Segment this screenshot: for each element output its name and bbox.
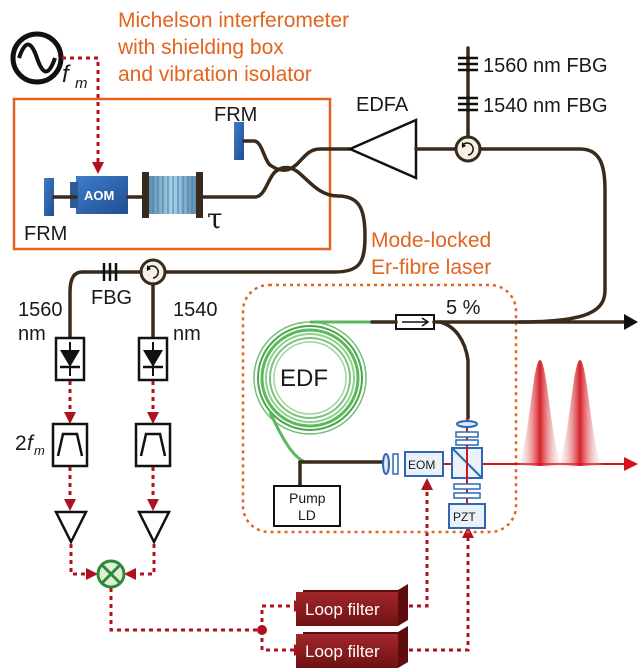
det-1540-label-1: 1540	[173, 299, 218, 321]
mi-coupler	[268, 163, 300, 174]
circulator-bottom-icon	[139, 258, 167, 286]
aom-label: AOM	[84, 188, 114, 203]
fbg-1560-icon	[458, 56, 478, 72]
det-1560-label-1: 1560	[18, 299, 63, 321]
fiber-mi-to-edfa	[294, 147, 352, 167]
frm-bottom-label: FRM	[24, 223, 67, 245]
pzt-box	[448, 503, 486, 529]
fiber-coupler-to-pzt	[438, 320, 470, 420]
rf-amp1560-mixer	[69, 544, 98, 580]
fiber-circulator-to-output	[478, 147, 607, 324]
laser-title-line1: Mode-locked	[371, 229, 491, 252]
rf-node-to-lf1	[260, 600, 306, 630]
frm-bottom-icon	[44, 178, 54, 216]
laser-enclosure	[241, 283, 518, 534]
signal-generator-icon	[10, 31, 64, 85]
waveplate-icon	[392, 453, 399, 475]
mirror-mount-icon	[453, 492, 481, 499]
edf-label: EDF	[280, 365, 328, 392]
rf-lf2-pzt	[409, 526, 474, 652]
eom-box	[404, 451, 444, 477]
output-arrow-icon	[624, 314, 638, 330]
beam-arrow-icon	[624, 457, 638, 471]
fbg-small-icon	[102, 263, 118, 281]
pzt-label: PZT	[453, 510, 476, 524]
rf-amp1540-mixer	[124, 544, 156, 580]
lens-left-icon	[382, 453, 390, 475]
waveplate-top-icon	[455, 431, 479, 438]
lens-top-icon	[456, 420, 478, 428]
mi-title-line1: Michelson interferometer	[118, 9, 349, 32]
mirror-icon	[453, 483, 481, 490]
frm-top-icon	[234, 122, 244, 160]
eom-label: EOM	[408, 458, 435, 472]
edfa-label: EDFA	[356, 94, 409, 116]
optical-pulses	[515, 360, 605, 466]
pump-label-2: LD	[298, 507, 316, 523]
rf-mixer-icon	[96, 559, 126, 589]
fiber-circulator-left	[68, 270, 143, 340]
mi-shield-box	[12, 97, 332, 251]
laser-title-line2: Er-fibre laser	[371, 256, 491, 279]
mi-title-line3: and vibration isolator	[118, 63, 312, 86]
photodetector-1540-icon	[137, 336, 169, 382]
bandpass-filter-1560-icon	[51, 422, 89, 468]
fm-subscript: m	[75, 75, 88, 92]
fiber-mi-to-circulator	[163, 170, 367, 274]
fbg-1540-label: 1540 nm FBG	[483, 95, 608, 117]
edf-coil-icon	[253, 321, 367, 435]
rf-amplifier-1560-icon	[53, 510, 89, 545]
fiber-mi-bottom-arm	[52, 170, 277, 199]
tau-label: τ	[207, 202, 223, 235]
loop-filter-1: Loop filter	[296, 584, 408, 626]
fbg-1560-label: 1560 nm FBG	[483, 55, 608, 77]
det-1540-label-2: nm	[173, 323, 201, 345]
circulator-top-icon	[454, 135, 482, 163]
rf-mixer-to-filters	[109, 588, 262, 632]
mi-title-line2: with shielding box	[117, 36, 284, 59]
det-1560-label-2: nm	[18, 323, 46, 345]
waveplate-top2-icon	[455, 439, 479, 446]
rf-line-fm-aom	[62, 56, 104, 174]
two-fm-f: f	[27, 432, 35, 455]
rf-amplifier-1540-icon	[136, 510, 172, 545]
rf-node-to-lf2	[260, 630, 306, 656]
fbg-small-label: FBG	[91, 287, 132, 309]
isolator-arrow-icon	[402, 317, 430, 327]
coupler-ratio-label: 5 %	[446, 297, 481, 319]
photodetector-1560-icon	[54, 336, 86, 382]
fiber-mi-top-arm	[242, 139, 272, 167]
two-fm-subscript: m	[34, 443, 45, 458]
pump-ld-box	[273, 485, 341, 527]
loop-filter-1-label: Loop filter	[305, 600, 380, 619]
loop-filter-2: Loop filter	[296, 626, 408, 668]
two-fm-number: 2	[15, 432, 27, 455]
loop-filter-2-label: Loop filter	[305, 642, 380, 661]
fm-label: f	[62, 61, 71, 88]
pump-label-1: Pump	[289, 490, 326, 506]
frm-top-label: FRM	[214, 104, 257, 126]
fiber-delay-coil-icon	[142, 172, 203, 218]
aom-box	[76, 176, 128, 214]
bandpass-filter-1540-icon	[134, 422, 172, 468]
fbg-1540-icon	[458, 96, 478, 112]
rf-lf1-eom	[409, 478, 433, 608]
edfa-amplifier-icon	[346, 118, 418, 180]
